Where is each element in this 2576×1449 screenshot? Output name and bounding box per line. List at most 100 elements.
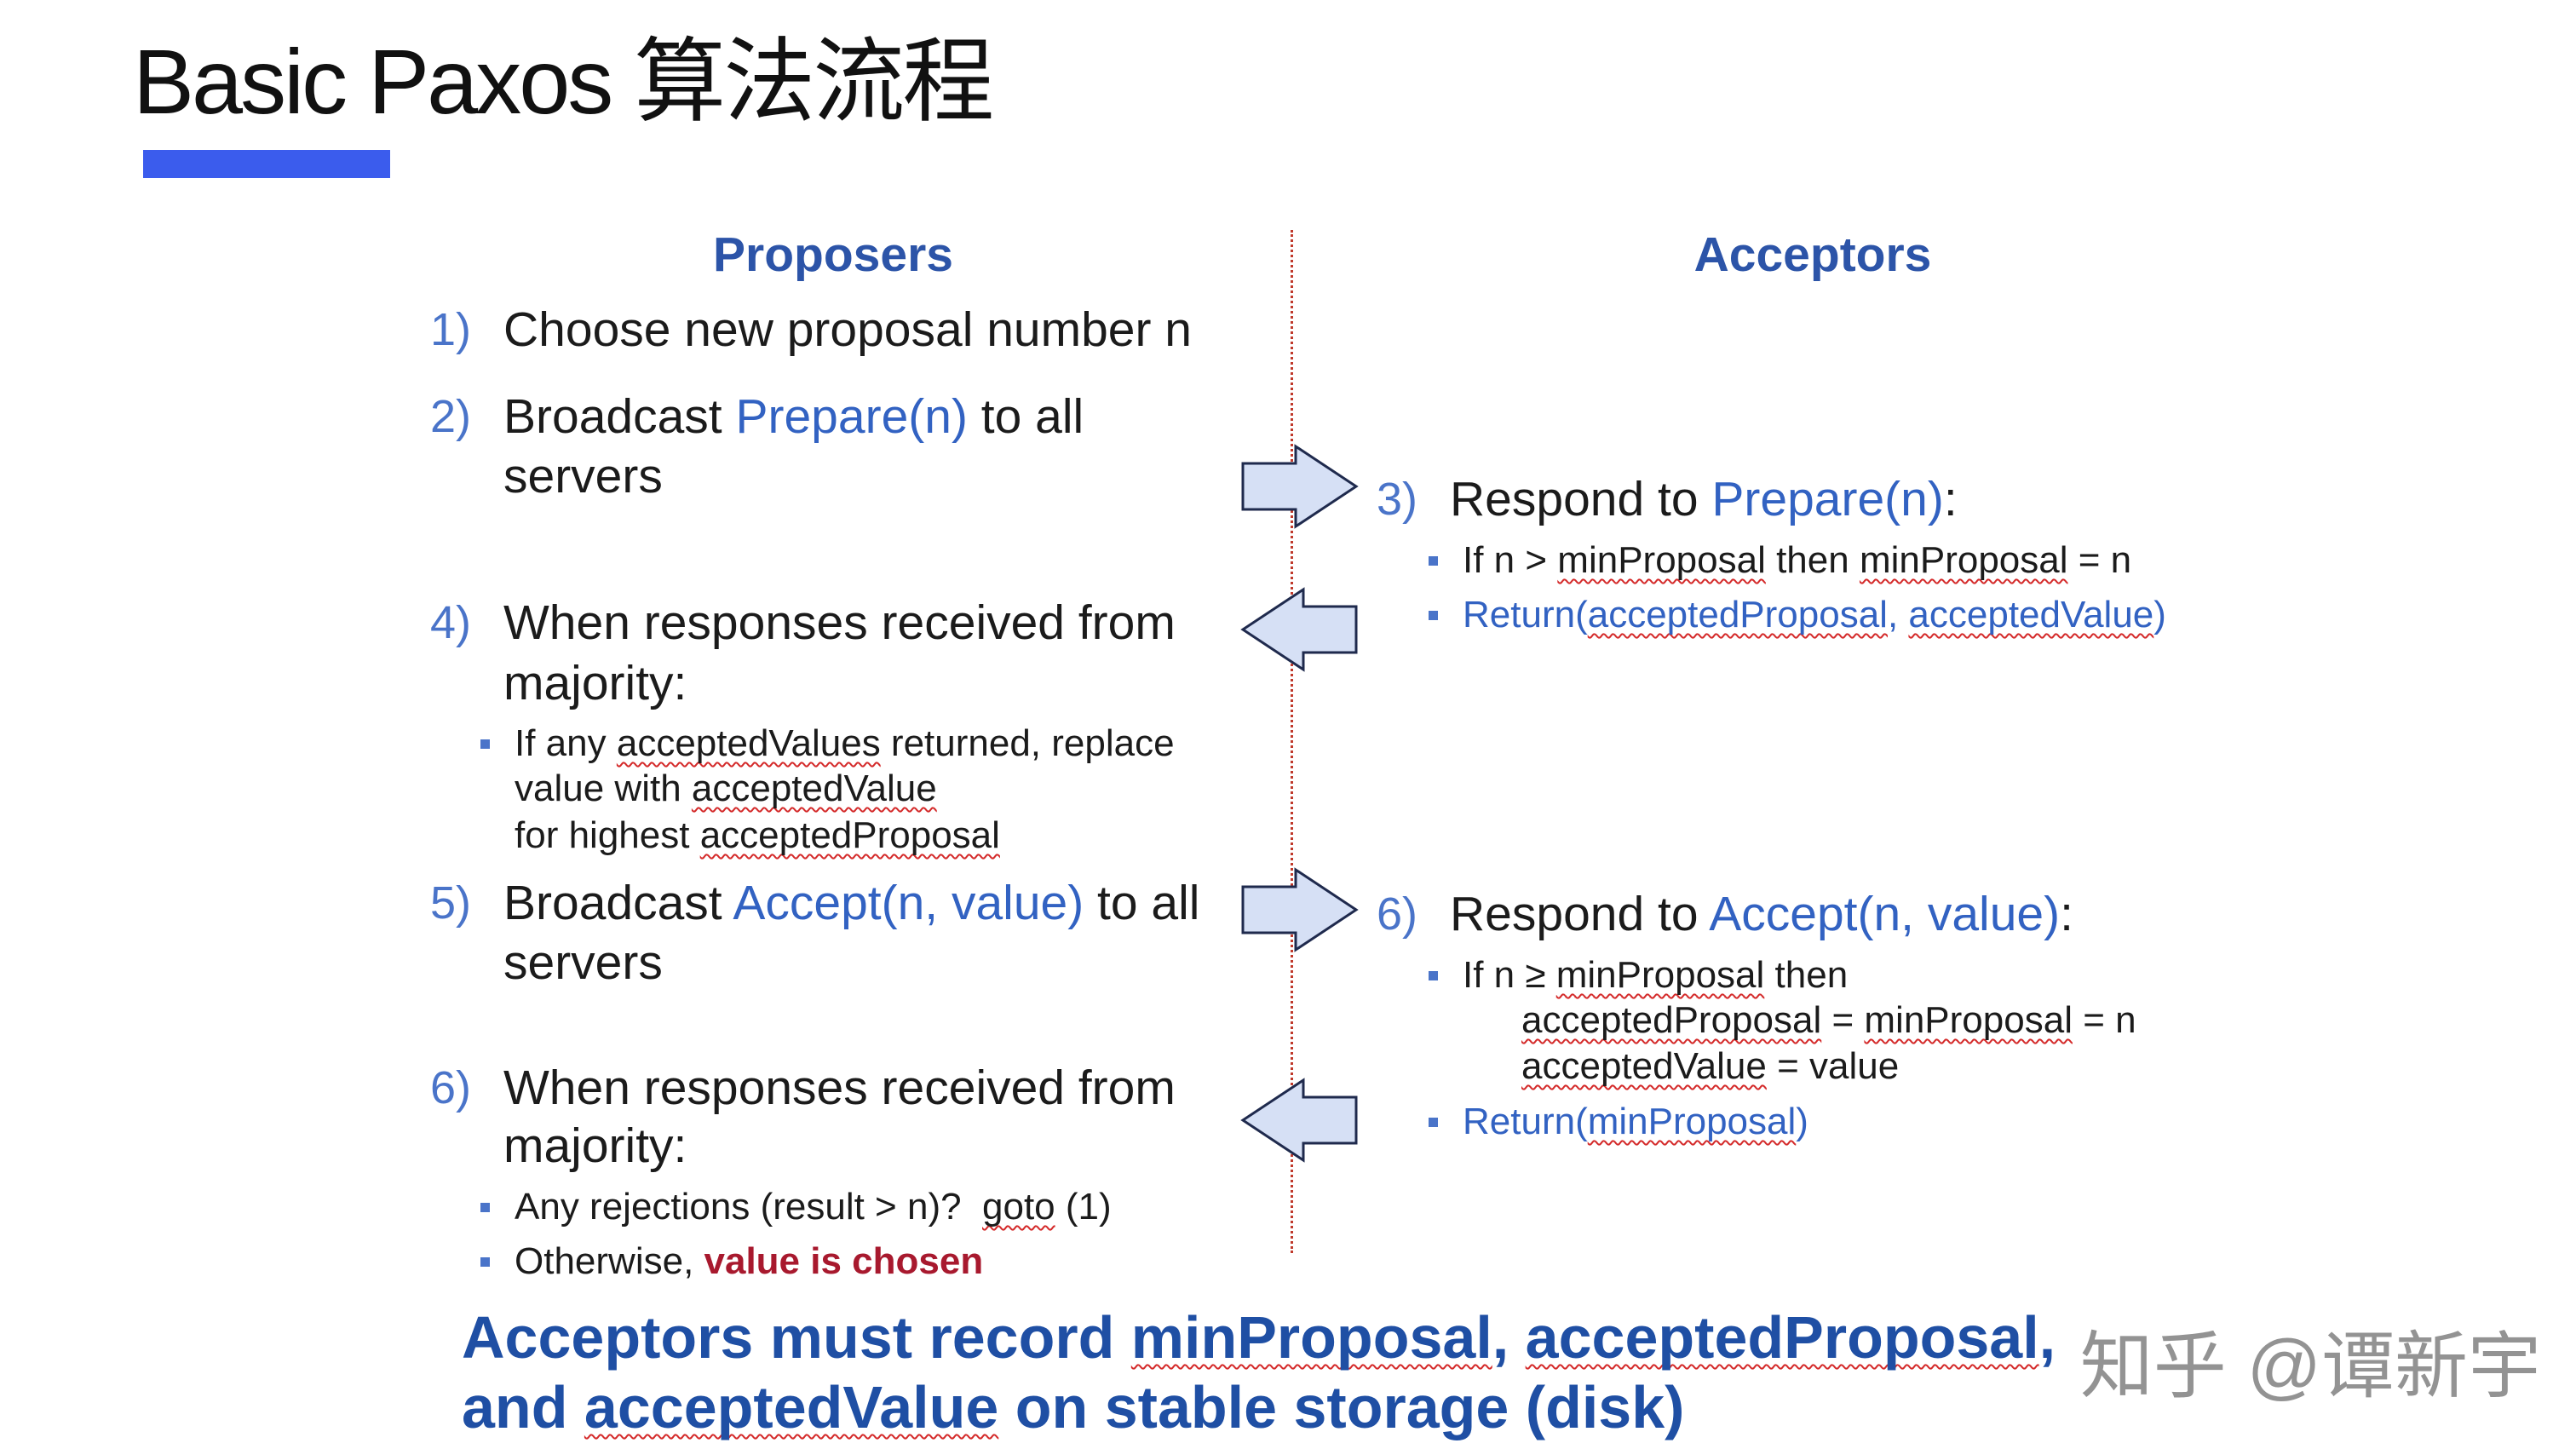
keyword-text: ): [1796, 1101, 1808, 1142]
text-run: Respond to: [1450, 472, 1712, 526]
acceptor-step-6-bullet-1-line-3: acceptedValue = value: [1521, 1048, 1899, 1085]
bullet-marker: [480, 1257, 490, 1267]
keyword-text: acceptedProposal: [1587, 594, 1888, 635]
text-run: and: [462, 1374, 584, 1440]
title-accent-bar: [143, 150, 390, 178]
proposer-step-5-line-1: Broadcast Accept(n, value) to all: [503, 879, 1199, 928]
bullet-marker: [1429, 1118, 1438, 1127]
acceptor-step-3-bullet-1: If n > minProposal then minProposal = n: [1463, 542, 2131, 579]
text-run: = value: [1766, 1045, 1900, 1087]
proposer-step-2-line-1: Broadcast Prepare(n) to all: [503, 393, 1084, 441]
text-run: When responses received from: [503, 595, 1176, 650]
text-run: ,: [1492, 1304, 1526, 1371]
acceptor-step-6-line-1: Respond to Accept(n, value):: [1450, 890, 2073, 939]
proposer-step-6-bullet-2: Otherwise, value is chosen: [515, 1243, 983, 1280]
accept-response-arrow: [1240, 1078, 1358, 1163]
text-run: for highest: [515, 814, 700, 856]
text-run: value with: [515, 768, 692, 809]
proposer-step-6-line-1: When responses received from: [503, 1064, 1176, 1113]
watermark: 知乎 @谭新宇: [2079, 1325, 2541, 1407]
text-run: acceptedProposal: [1525, 1304, 2039, 1371]
keyword-text: Accept(n, value): [1709, 887, 2061, 941]
proposer-step-1-line-1: Choose new proposal number n: [503, 306, 1192, 354]
prepare-response-arrow: [1240, 587, 1358, 672]
right-arrow-shape: [1241, 444, 1359, 529]
proposer-step-4-bullet-1-line-1: If any acceptedValues returned, replace: [515, 725, 1175, 762]
text-run: goto: [982, 1186, 1055, 1228]
slide-title: Basic Paxos 算法流程: [133, 30, 994, 133]
text-run: acceptedProposal: [1521, 999, 1822, 1041]
prepare-request-arrow: [1241, 444, 1359, 529]
text-run: If n >: [1463, 539, 1558, 581]
text-run: Any rejections (result > n)?: [515, 1186, 983, 1228]
keyword-text: Return(: [1463, 594, 1588, 635]
text-run: minProposal: [1859, 539, 2068, 581]
text-run: acceptedValues: [616, 722, 881, 764]
acceptor-step-3-bullet-2: Return(acceptedProposal, acceptedValue): [1463, 596, 2166, 634]
text-run: :: [2060, 887, 2073, 941]
text-run: minProposal: [1555, 954, 1765, 996]
text-run: majority:: [503, 1118, 687, 1173]
bullet-marker: [1429, 556, 1438, 566]
text-run: to all: [1084, 876, 1200, 930]
proposer-step-6-bullet-1: Any rejections (result > n)? goto (1): [515, 1188, 1112, 1226]
keyword-text: Prepare(n): [735, 389, 968, 444]
text-run: If any: [515, 722, 617, 764]
acceptor-step-3-line-1: Respond to Prepare(n):: [1450, 475, 1958, 524]
accept-request-arrow: [1241, 867, 1359, 952]
keyword-text: ,: [1887, 594, 1909, 635]
footer-line-1: Acceptors must record minProposal, accep…: [462, 1308, 2056, 1367]
keyword-text: Prepare(n): [1711, 472, 1944, 526]
text-run: majority:: [503, 656, 687, 710]
text-run: ,: [2038, 1304, 2056, 1371]
text-run: Acceptors must record: [462, 1304, 1131, 1371]
text-run: servers: [503, 935, 663, 990]
keyword-text: ): [2153, 594, 2166, 635]
acceptor-step-6-bullet-1-line-1: If n ≥ minProposal then: [1463, 957, 1848, 994]
proposer-step-4-bullet-1-line-3: for highest acceptedProposal: [515, 817, 1000, 854]
proposer-step-6-line-2: majority:: [503, 1122, 687, 1170]
text-run: If n ≥: [1463, 954, 1556, 996]
text-run: acceptedValue: [691, 768, 937, 809]
text-run: = n: [2072, 999, 2136, 1041]
text-run: = n: [2067, 539, 2132, 581]
acceptor-step-6-number: 6): [1377, 888, 1418, 940]
text-run: Otherwise,: [515, 1240, 704, 1282]
text-run: =: [1821, 999, 1865, 1041]
proposer-step-6-number: 6): [430, 1062, 472, 1113]
text-run: Respond to: [1450, 887, 1710, 941]
proposer-step-2-number: 2): [430, 391, 472, 442]
keyword-text: acceptedValue: [1908, 594, 2154, 635]
left-arrow-shape: [1240, 587, 1358, 672]
proposer-step-5-number: 5): [430, 877, 472, 929]
left-arrow-shape: [1240, 1078, 1358, 1163]
keyword-text: Return(: [1463, 1101, 1588, 1142]
text-run: on stable storage (disk): [998, 1374, 1685, 1440]
text-run: acceptedValue: [1521, 1045, 1767, 1087]
column-divider: [1291, 230, 1293, 1253]
acceptor-step-6-bullet-1-line-2: acceptedProposal = minProposal = n: [1521, 1002, 2136, 1039]
proposer-step-5-line-2: servers: [503, 939, 663, 987]
text-run: servers: [503, 449, 663, 503]
text-run: (1): [1055, 1186, 1112, 1228]
text-run: Choose new proposal number n: [503, 302, 1192, 357]
acceptors-header: Acceptors: [1693, 227, 1932, 282]
bullet-marker: [480, 1203, 490, 1212]
proposer-step-2-line-2: servers: [503, 452, 663, 501]
proposer-step-4-line-1: When responses received from: [503, 599, 1176, 647]
proposers-header: Proposers: [713, 227, 953, 282]
keyword-text: Accept(n, value): [733, 876, 1084, 930]
text-run: acceptedProposal: [699, 814, 1000, 856]
proposer-step-4-bullet-1-line-2: value with acceptedValue: [515, 770, 937, 808]
text-run: returned, replace: [880, 722, 1175, 764]
keyword-text: minProposal: [1587, 1101, 1797, 1142]
bullet-marker: [1429, 971, 1438, 980]
text-run: to all: [967, 389, 1084, 444]
proposer-step-4-number: 4): [430, 597, 472, 648]
text-run: :: [1943, 472, 1958, 526]
proposer-step-4-line-2: majority:: [503, 659, 687, 708]
bullet-marker: [1429, 611, 1438, 620]
text-run: When responses received from: [503, 1061, 1176, 1115]
text-run: Broadcast: [503, 389, 736, 444]
